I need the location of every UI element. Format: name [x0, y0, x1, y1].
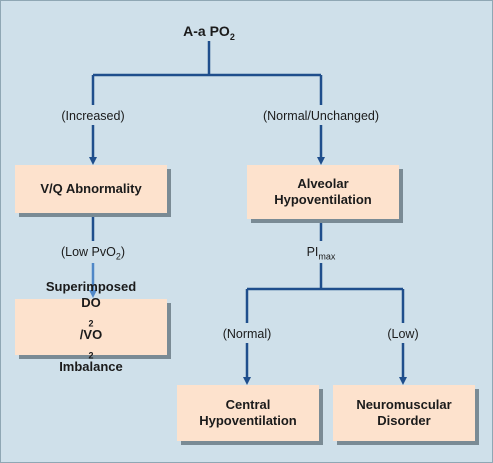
edge-label-increased: (Increased)	[61, 109, 125, 123]
node-alveolar-hypoventilation: Alveolar Hypoventilation	[247, 165, 399, 219]
edge-label-low: (Low)	[387, 327, 419, 341]
edge-label-normal: (Normal)	[222, 327, 272, 341]
edge-label-normal-unchanged: (Normal/Unchanged)	[262, 109, 380, 123]
node-neuromuscular-disorder: Neuromuscular Disorder	[333, 385, 475, 441]
edge-label-pimax: PImax	[306, 245, 336, 262]
root-node-aa-po2: A-a PO2	[183, 23, 235, 42]
edge-label-low-pvo2: (Low PvO2)	[60, 245, 126, 262]
node-central-hypoventilation: Central Hypoventilation	[177, 385, 319, 441]
node-vq-abnormality: V/Q Abnormality	[15, 165, 167, 213]
